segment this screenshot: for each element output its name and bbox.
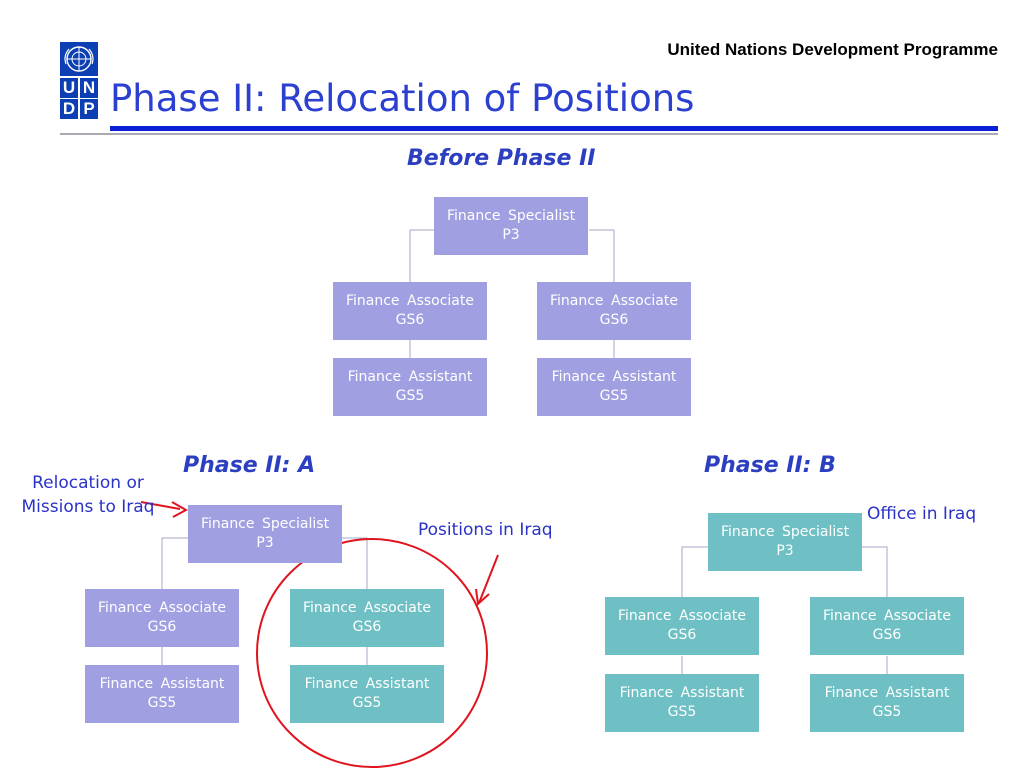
position-grade: P3 bbox=[502, 227, 520, 243]
heading-phase-a: Phase II: A bbox=[183, 453, 316, 478]
heading-phase-b: Phase II: B bbox=[704, 453, 836, 478]
iraq-positions-highlight-circle bbox=[256, 538, 488, 768]
phase-a-finance-assistant-right-box: Finance Assistant GS5 bbox=[290, 665, 444, 723]
connector-a-left bbox=[161, 537, 188, 589]
logo-letter-n: N bbox=[80, 78, 98, 98]
relocation-arrow bbox=[140, 501, 181, 510]
before-finance-assistant-left-box: Finance Assistant GS5 bbox=[333, 358, 487, 416]
position-name: Finance Specialist bbox=[720, 524, 850, 540]
phase-a-finance-specialist-box: Finance Specialist P3 bbox=[188, 505, 342, 563]
before-finance-specialist-box: Finance Specialist P3 bbox=[434, 197, 588, 255]
position-grade: GS5 bbox=[352, 695, 382, 711]
phase-b-finance-assistant-left-box: Finance Assistant GS5 bbox=[605, 674, 759, 732]
phase-a-finance-associate-left-box: Finance Associate GS6 bbox=[85, 589, 239, 647]
position-name: Finance Associate bbox=[302, 600, 431, 616]
connector-before-left bbox=[409, 229, 434, 282]
position-grade: GS6 bbox=[352, 619, 382, 635]
phase-b-finance-associate-right-box: Finance Associate GS6 bbox=[810, 597, 964, 655]
positions-arrow-head bbox=[475, 588, 490, 607]
un-emblem-icon bbox=[60, 42, 98, 76]
position-grade: GS6 bbox=[872, 627, 902, 643]
position-grade: P3 bbox=[256, 535, 274, 551]
title-rule bbox=[110, 126, 998, 131]
office-in-iraq-note: Office in Iraq bbox=[867, 504, 977, 524]
positions-arrow bbox=[478, 554, 499, 604]
position-grade: GS6 bbox=[599, 312, 629, 328]
position-name: Finance Specialist bbox=[200, 516, 330, 532]
phase-b-finance-specialist-box: Finance Specialist P3 bbox=[708, 513, 862, 571]
before-finance-assistant-right-box: Finance Assistant GS5 bbox=[537, 358, 691, 416]
before-finance-associate-left-box: Finance Associate GS6 bbox=[333, 282, 487, 340]
phase-a-finance-associate-right-box: Finance Associate GS6 bbox=[290, 589, 444, 647]
positions-in-iraq-note: Positions in Iraq bbox=[418, 520, 553, 540]
relocation-note-line1: Relocation or bbox=[32, 473, 144, 493]
position-name: Finance Associate bbox=[97, 600, 226, 616]
position-grade: GS6 bbox=[395, 312, 425, 328]
before-finance-associate-right-box: Finance Associate GS6 bbox=[537, 282, 691, 340]
logo-letter-u: U bbox=[60, 78, 78, 98]
phase-a-finance-assistant-left-box: Finance Assistant GS5 bbox=[85, 665, 239, 723]
connector-b-right bbox=[861, 546, 888, 597]
position-grade: GS6 bbox=[147, 619, 177, 635]
connector-before-right bbox=[589, 229, 615, 282]
position-name: Finance Associate bbox=[345, 293, 474, 309]
position-grade: GS5 bbox=[667, 704, 697, 720]
position-grade: GS5 bbox=[147, 695, 177, 711]
position-grade: GS5 bbox=[872, 704, 902, 720]
position-grade: GS6 bbox=[667, 627, 697, 643]
position-name: Finance Assistant bbox=[824, 685, 950, 701]
logo-letter-d: D bbox=[60, 99, 78, 119]
heading-before-phase: Before Phase II bbox=[407, 146, 596, 171]
position-name: Finance Assistant bbox=[619, 685, 745, 701]
relocation-note: Relocation or Missions to Iraq bbox=[10, 471, 166, 519]
position-name: Finance Associate bbox=[549, 293, 678, 309]
position-name: Finance Specialist bbox=[446, 208, 576, 224]
position-name: Finance Assistant bbox=[347, 369, 473, 385]
relocation-note-line2: Missions to Iraq bbox=[21, 497, 155, 517]
position-grade: GS5 bbox=[599, 388, 629, 404]
connector-a-right bbox=[341, 537, 368, 589]
slide-title: Phase II: Relocation of Positions bbox=[110, 77, 695, 120]
organization-name: United Nations Development Programme bbox=[667, 40, 998, 59]
position-grade: P3 bbox=[776, 543, 794, 559]
position-name: Finance Associate bbox=[822, 608, 951, 624]
phase-b-finance-assistant-right-box: Finance Assistant GS5 bbox=[810, 674, 964, 732]
logo-letter-p: P bbox=[80, 99, 98, 119]
relocation-arrow-head bbox=[171, 501, 189, 518]
position-name: Finance Assistant bbox=[99, 676, 225, 692]
position-name: Finance Assistant bbox=[304, 676, 430, 692]
undp-logo: U N D P bbox=[60, 42, 98, 119]
position-grade: GS5 bbox=[395, 388, 425, 404]
position-name: Finance Assistant bbox=[551, 369, 677, 385]
position-name: Finance Associate bbox=[617, 608, 746, 624]
phase-b-finance-associate-left-box: Finance Associate GS6 bbox=[605, 597, 759, 655]
connector-b-left bbox=[681, 546, 708, 597]
title-rule-shadow bbox=[60, 133, 998, 135]
